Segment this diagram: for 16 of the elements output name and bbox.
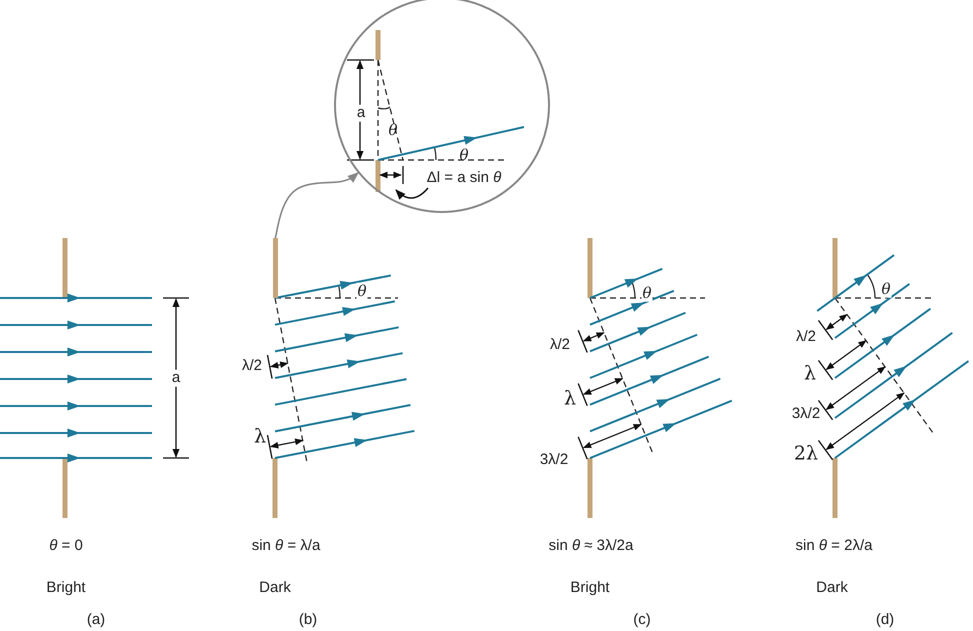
dimension-label: a	[170, 370, 182, 386]
panel-label: (a)	[86, 612, 106, 628]
equation: Δl = a sin θ	[426, 170, 502, 186]
fringe-label: Bright	[569, 580, 611, 596]
angle-label: θ	[880, 280, 892, 298]
angle-label: θ	[641, 284, 653, 302]
slit-barrier	[272, 238, 278, 298]
dimension-label: a	[356, 104, 366, 122]
fringe-label: Bright	[45, 580, 87, 596]
panel-label: (c)	[632, 612, 652, 628]
curved-arrow	[274, 172, 359, 240]
panel-label: (b)	[298, 612, 318, 628]
panel-label: (d)	[874, 612, 896, 628]
magnified-view-circle	[334, 0, 550, 213]
angle-label: θ	[356, 282, 368, 300]
angle-label: θ	[458, 146, 470, 164]
